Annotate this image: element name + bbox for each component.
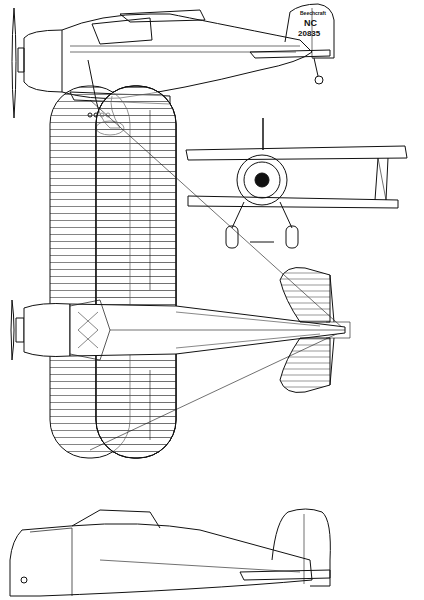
tail-maker-mark: Beechcraft <box>300 11 326 16</box>
front-view <box>186 118 407 248</box>
plan-view <box>11 86 350 458</box>
lower-side-view <box>10 509 330 596</box>
registration-number: 20835 <box>298 30 320 38</box>
registration-prefix: NC <box>304 19 317 28</box>
